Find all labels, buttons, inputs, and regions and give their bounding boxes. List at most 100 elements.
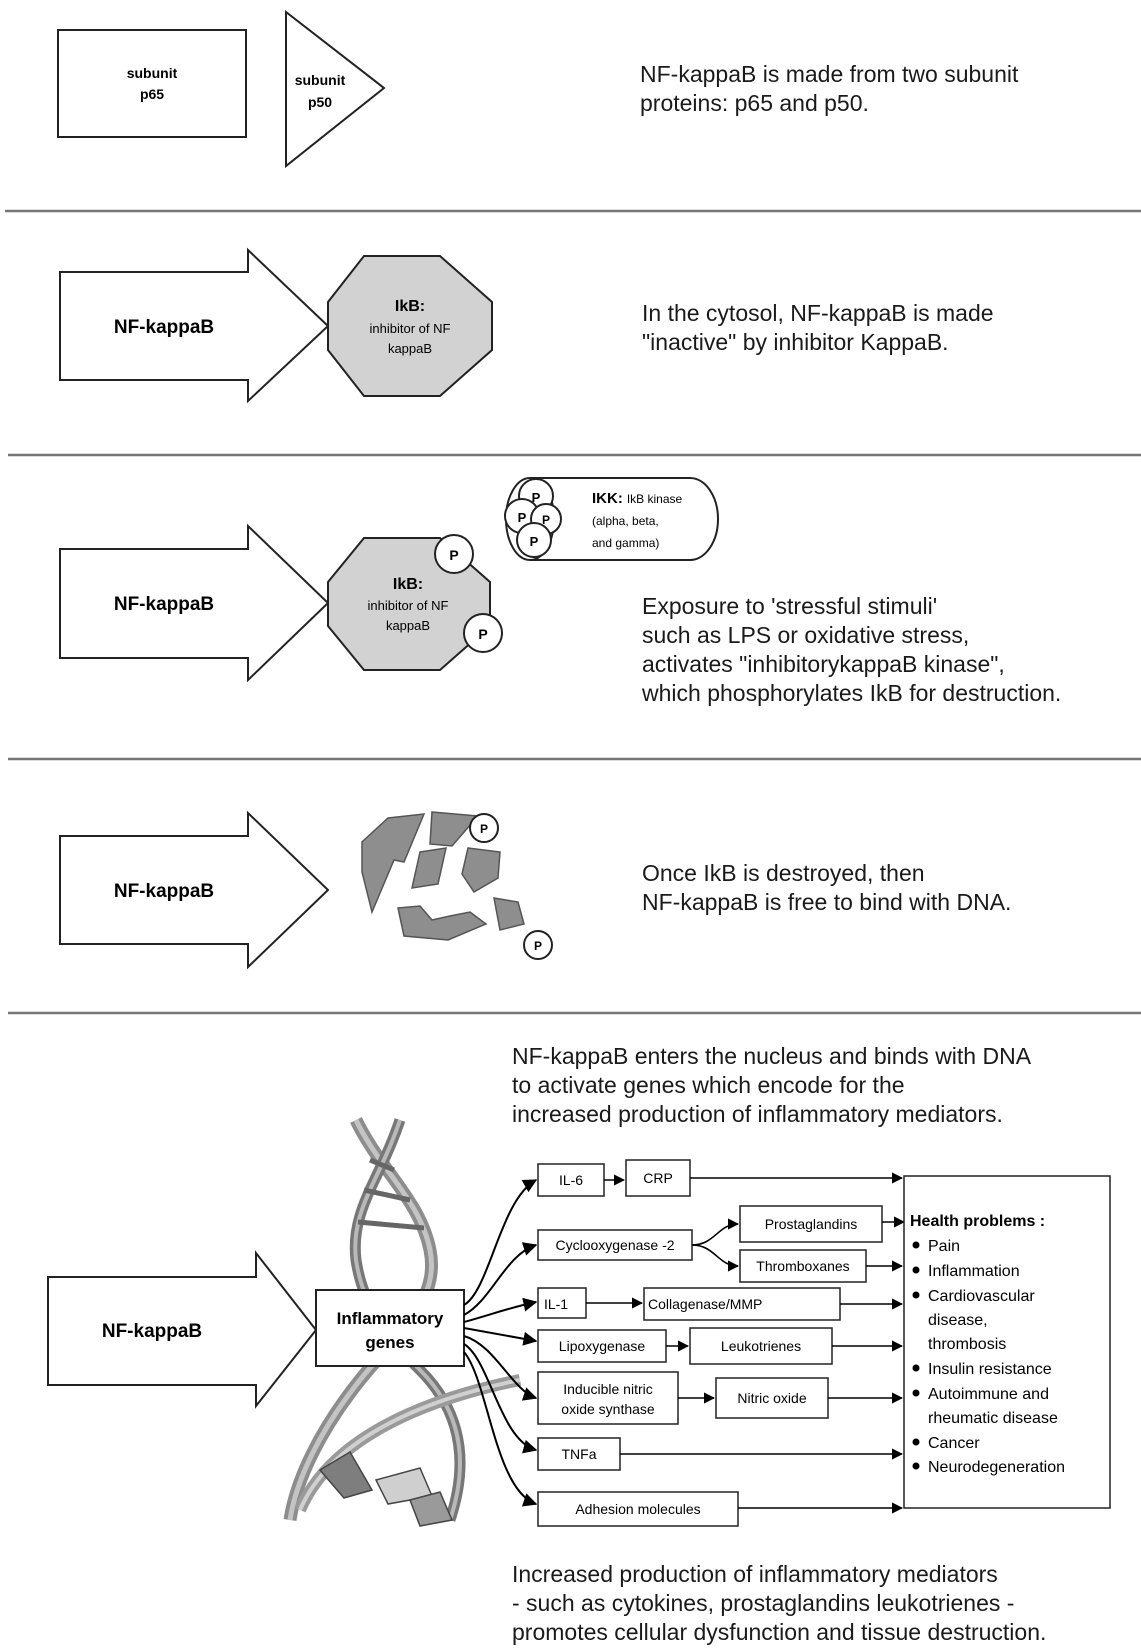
panel-1: subunit p65 subunit p50	[57, 9, 386, 169]
prostaglandins-label: Prostaglandins	[765, 1216, 858, 1232]
destroyed-ikb-fragments	[361, 811, 525, 941]
phosphate-label: P	[530, 534, 539, 549]
bullet-icon	[912, 1266, 920, 1274]
inos-label-2: oxide synthase	[561, 1401, 655, 1417]
description-line: Once IkB is destroyed, then	[642, 860, 925, 886]
description-line: NF-kappaB is made from two subunit	[640, 61, 1019, 87]
description-line: - such as cytokines, prostaglandins leuk…	[512, 1590, 1015, 1616]
prostaglandins-box	[739, 1205, 883, 1243]
ikb-title: IkB:	[395, 298, 425, 315]
phosphate-circle: P	[463, 613, 503, 653]
health-item: Inflammation	[928, 1263, 1020, 1280]
thromboxanes-label: Thromboxanes	[756, 1258, 849, 1274]
bullet-icon	[912, 1462, 920, 1470]
crp-label: CRP	[643, 1170, 673, 1186]
adhesion-molecules-label: Adhesion molecules	[575, 1501, 700, 1517]
panel-5-top-description: NF-kappaB enters the nucleus and binds w…	[512, 1042, 1031, 1129]
phosphate-circle: P	[469, 813, 499, 843]
health-item: Pain	[928, 1238, 960, 1255]
ikk-title: IKK:IkB kinase	[592, 490, 683, 507]
nfkb-arrow-label: NF-kappaB	[114, 881, 214, 902]
subunit-p65-box	[57, 29, 247, 138]
health-problems-list: Pain Inflammation Cardiovascular disease…	[912, 1238, 1065, 1476]
health-item: Autoimmune and	[928, 1386, 1049, 1403]
nfkb-arrow-label: NF-kappaB	[114, 317, 214, 338]
subunit-p50-triangle	[285, 9, 386, 169]
phosphate-circle: P	[523, 930, 553, 960]
subunit-p50-label-1: subunit	[295, 72, 346, 88]
health-item: Neurodegeneration	[928, 1459, 1065, 1476]
ikb-line-2: kappaB	[386, 618, 430, 633]
phosphate-label: P	[532, 490, 541, 505]
health-item: Insulin resistance	[928, 1361, 1052, 1378]
phosphate-label: P	[478, 626, 487, 642]
ikk-line-3: and gamma)	[592, 536, 659, 550]
phosphate-circle: P	[516, 522, 552, 558]
phosphate-label: P	[449, 547, 458, 563]
health-item: Cardiovascular	[928, 1288, 1035, 1305]
ikb-line-2: kappaB	[388, 341, 432, 356]
phosphate-label: P	[534, 939, 542, 953]
bullet-icon	[912, 1241, 920, 1249]
gene-fanout-arrows	[463, 1179, 538, 1507]
description-line: Increased production of inflammatory med…	[512, 1561, 998, 1587]
inflammatory-genes-label-1: Inflammatory	[337, 1309, 444, 1328]
pathway-arrows	[586, 1172, 906, 1514]
collagenase-label: Collagenase/MMP	[648, 1296, 762, 1312]
description-line: to activate genes which encode for the	[512, 1072, 905, 1098]
cox2-box	[537, 1229, 693, 1261]
bullet-icon	[912, 1438, 920, 1446]
health-item: rheumatic disease	[928, 1410, 1058, 1427]
description-line: "inactive" by inhibitor KappaB.	[642, 329, 949, 355]
panel-4-description: Once IkB is destroyed, then NF-kappaB is…	[642, 859, 1011, 917]
description-line: activates "inhibitorykappaB kinase",	[642, 651, 1005, 677]
panel-5: NF-kappaB Inflammatory genes	[47, 1117, 1111, 1527]
adhesion-molecules-box	[537, 1491, 739, 1527]
subunit-p65-label-1: subunit	[127, 65, 178, 81]
inflammatory-genes-box	[315, 1289, 465, 1367]
description-line: proteins: p65 and p50.	[640, 90, 869, 116]
il1-label: IL-1	[544, 1296, 568, 1312]
leukotrienes-box	[689, 1327, 833, 1365]
inos-label-1: Inducible nitric	[563, 1381, 653, 1397]
description-line: NF-kappaB is free to bind with DNA.	[642, 889, 1012, 915]
bullet-icon	[912, 1389, 920, 1397]
leukotrienes-label: Leukotrienes	[721, 1338, 801, 1354]
bullet-icon	[912, 1291, 920, 1299]
lipoxygenase-label: Lipoxygenase	[559, 1338, 646, 1354]
description-line: NF-kappaB enters the nucleus and binds w…	[512, 1043, 1032, 1069]
subunit-p50-label-2: p50	[308, 94, 332, 110]
ikb-line-1: inhibitor of NF	[368, 598, 449, 613]
ikb-line-1: inhibitor of NF	[370, 321, 451, 336]
description-line: which phosphorylates IkB for destruction…	[642, 680, 1062, 706]
description-line: promotes cellular dysfunction and tissue…	[512, 1619, 1047, 1645]
inflammatory-genes-label-2: genes	[365, 1333, 414, 1352]
panel-3: NF-kappaB IkB: inhibitor of NF kappaB P …	[59, 477, 719, 683]
cox2-label: Cyclooxygenase -2	[555, 1237, 674, 1253]
description-line: Exposure to 'stressful stimuli'	[642, 593, 938, 619]
tnfa-label: TNFa	[562, 1446, 597, 1462]
description-line: such as LPS or oxidative stress,	[642, 622, 970, 648]
ikk-line-2: (alpha, beta,	[592, 514, 659, 528]
panel-2: NF-kappaB IkB: inhibitor of NF kappaB	[59, 247, 493, 404]
description-line: increased production of inflammatory med…	[512, 1101, 1003, 1127]
nitric-oxide-label: Nitric oxide	[737, 1390, 806, 1406]
health-item: disease,	[928, 1312, 988, 1329]
ikk-complex: P P P P IKK:IkB kinase (alpha, beta, and…	[504, 477, 719, 561]
panel-1-description: NF-kappaB is made from two subunit prote…	[640, 60, 1018, 118]
phosphate-label: P	[480, 822, 488, 836]
health-item: thrombosis	[928, 1336, 1006, 1353]
nfkb-arrow	[59, 810, 330, 970]
inos-box	[537, 1371, 679, 1425]
bullet-icon	[912, 1364, 920, 1372]
panel-4: NF-kappaB P P	[59, 810, 553, 970]
panel-3-description: Exposure to 'stressful stimuli' such as …	[642, 592, 1061, 708]
subunit-p65-label-2: p65	[140, 86, 164, 102]
nfkb-arrow-label: NF-kappaB	[114, 594, 214, 615]
nfkb-arrow	[59, 523, 330, 683]
description-line: In the cytosol, NF-kappaB is made	[642, 300, 994, 326]
ikb-title: IkB:	[393, 576, 423, 593]
health-problems-title: Health problems :	[910, 1213, 1045, 1230]
